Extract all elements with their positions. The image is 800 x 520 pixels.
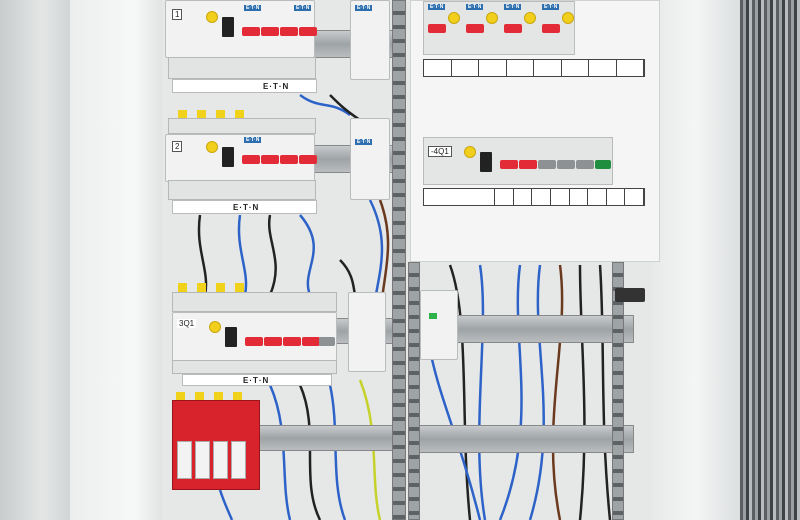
test-button xyxy=(562,12,574,24)
rcd-switch xyxy=(222,147,234,167)
terminal-block xyxy=(168,118,316,134)
breaker-toggle xyxy=(538,160,556,169)
label-plate: E·T·N xyxy=(172,79,317,93)
device-tag: 3Q1 xyxy=(177,319,197,328)
breaker-toggle xyxy=(261,155,279,164)
rcbo-row-bottom: -4Q1 xyxy=(423,137,613,185)
device-tag: 2 xyxy=(172,141,183,152)
device-tag: 1 xyxy=(172,9,183,20)
label-plate: E·T·N xyxy=(172,200,317,214)
breaker-toggle xyxy=(264,337,282,346)
eaton-logo: E·T·N xyxy=(243,376,270,385)
label-plate: E·T·N xyxy=(182,374,332,386)
rcd-switch xyxy=(222,17,234,37)
brand-label: E·T·N xyxy=(428,4,446,10)
breaker-toggle xyxy=(245,337,263,346)
breaker-toggle xyxy=(428,24,446,33)
brand-label: E·T·N xyxy=(542,4,560,10)
test-button xyxy=(209,321,221,333)
breaker-toggle xyxy=(500,160,518,169)
surge-protector xyxy=(172,400,260,490)
test-button xyxy=(524,12,536,24)
cover-panel: E·T·N E·T·N E·T·N E·T·N -4Q1 xyxy=(410,0,660,262)
breaker-toggle xyxy=(557,160,575,169)
test-button xyxy=(206,11,218,23)
breaker-toggle xyxy=(319,337,335,346)
door-latch xyxy=(615,288,645,302)
breaker-toggle xyxy=(576,160,594,169)
contactor: E·T·N xyxy=(350,0,390,80)
breaker-toggle xyxy=(280,155,298,164)
terminal-caps xyxy=(178,110,248,120)
din-rail xyxy=(258,425,400,451)
rcd-switch xyxy=(480,152,492,172)
eaton-logo: E·T·N xyxy=(263,82,290,91)
terminal-caps xyxy=(178,283,258,293)
circuit-label-strip xyxy=(423,188,645,206)
device-tag: -4Q1 xyxy=(428,146,452,157)
breaker-toggle xyxy=(242,155,260,164)
brand-label: E·T·N xyxy=(355,5,373,11)
brand-label: E·T·N xyxy=(504,4,522,10)
terminal-block xyxy=(172,292,337,312)
wall xyxy=(0,0,70,520)
rcbo-row-top: E·T·N E·T·N E·T·N E·T·N xyxy=(423,1,575,55)
breaker-toggle xyxy=(242,27,260,36)
breaker-toggle xyxy=(519,160,537,169)
test-button xyxy=(486,12,498,24)
terminal-caps xyxy=(176,392,256,402)
breaker-toggle xyxy=(280,27,298,36)
brand-label: E·T·N xyxy=(466,4,484,10)
vertical-rail xyxy=(392,0,406,520)
metal-grating xyxy=(740,0,800,520)
vertical-rail xyxy=(408,262,420,520)
circuit-label-strip xyxy=(423,59,645,77)
terminal-block xyxy=(168,57,316,79)
breaker-toggle xyxy=(299,27,317,36)
cabinet-door xyxy=(652,0,740,520)
cabinet-frame xyxy=(70,0,162,520)
rcbo-group-1: 1 E·T·N E·T·N xyxy=(165,0,317,58)
contactor: E·T·N xyxy=(350,118,390,200)
relay-module xyxy=(420,290,458,360)
brand-label: E·T·N xyxy=(244,5,262,11)
eaton-logo: E·T·N xyxy=(233,203,260,212)
breaker-toggle xyxy=(542,24,560,33)
test-button xyxy=(464,146,476,158)
rcd-switch xyxy=(225,327,237,347)
breaker-toggle xyxy=(595,160,611,169)
breaker-toggle xyxy=(299,155,317,164)
brand-label: E·T·N xyxy=(244,137,262,143)
terminal-block xyxy=(168,180,316,200)
breaker-toggle xyxy=(302,337,320,346)
breaker-toggle xyxy=(283,337,301,346)
contactor xyxy=(348,292,386,372)
din-rail xyxy=(412,425,634,453)
rcbo-group-3: 3Q1 xyxy=(172,312,337,362)
test-button xyxy=(448,12,460,24)
terminal-block xyxy=(172,360,337,374)
rcbo-group-2: 2 E·T·N xyxy=(165,134,317,182)
brand-label: E·T·N xyxy=(355,139,373,145)
breaker-toggle xyxy=(261,27,279,36)
test-button xyxy=(206,141,218,153)
breaker-toggle xyxy=(504,24,522,33)
breaker-toggle xyxy=(466,24,484,33)
brand-label: E·T·N xyxy=(294,5,312,11)
